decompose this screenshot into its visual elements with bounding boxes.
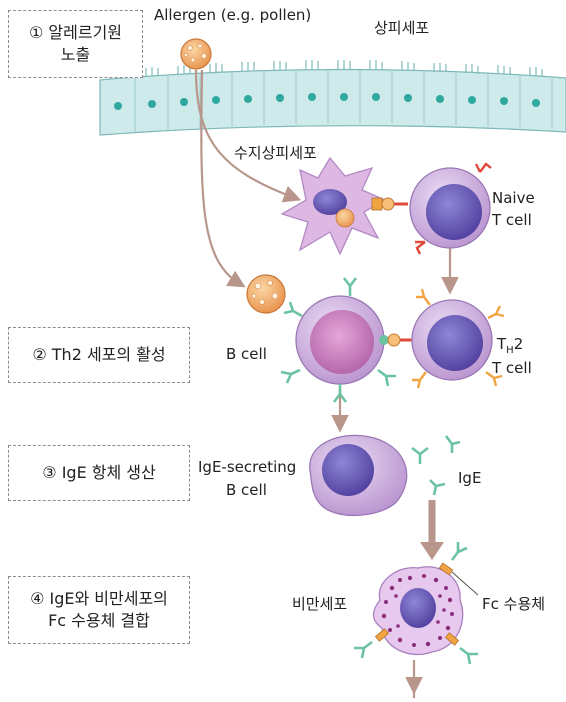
- b-cell: [280, 277, 396, 403]
- step-4-box: ④ IgE와 비만세포의 Fc 수용체 결합: [8, 576, 190, 644]
- big-arrow-head: [420, 542, 444, 560]
- step-2-box: ② Th2 세포의 활성: [8, 327, 190, 383]
- b-cell-label: B cell: [226, 345, 267, 363]
- dendritic-cell-label: 수지상피세포: [234, 144, 317, 162]
- ige-secreting-b-cell: [309, 434, 408, 517]
- dendritic-cell: [280, 156, 387, 256]
- free-ige-antibodies: [411, 435, 461, 496]
- mhc-tcr-link-1: [371, 197, 408, 211]
- ige-label: IgE: [458, 469, 482, 487]
- b-th2-link: [379, 333, 412, 347]
- naive-t-cell-label-line2: T cell: [492, 211, 532, 229]
- th2-t-cell: [411, 288, 505, 389]
- epithelium-label: 상피세포: [374, 19, 430, 37]
- mast-cell-label: 비만세포: [292, 595, 348, 613]
- fc-receptor-label: Fc 수용체: [482, 595, 546, 613]
- naive-t-cell: [409, 162, 492, 255]
- naive-t-cell-label-line1: Naive: [492, 189, 535, 207]
- th2-label: TH2: [497, 335, 524, 356]
- epithelium-layer: [99, 60, 566, 136]
- step-1-box: ① 알레르기원 노출: [8, 10, 143, 78]
- allergen-pollen-b: [246, 274, 286, 314]
- th2-label-line2: T cell: [492, 359, 532, 377]
- ige-secreting-label-line1: IgE-secreting: [198, 458, 297, 476]
- allergen-pollen-top: [180, 38, 212, 70]
- ige-secreting-label-line2: B cell: [226, 481, 267, 499]
- mast-cell: [354, 542, 479, 665]
- allergen-label: Allergen (e.g. pollen): [154, 6, 312, 24]
- step-3-box: ③ IgE 항체 생산: [8, 445, 190, 501]
